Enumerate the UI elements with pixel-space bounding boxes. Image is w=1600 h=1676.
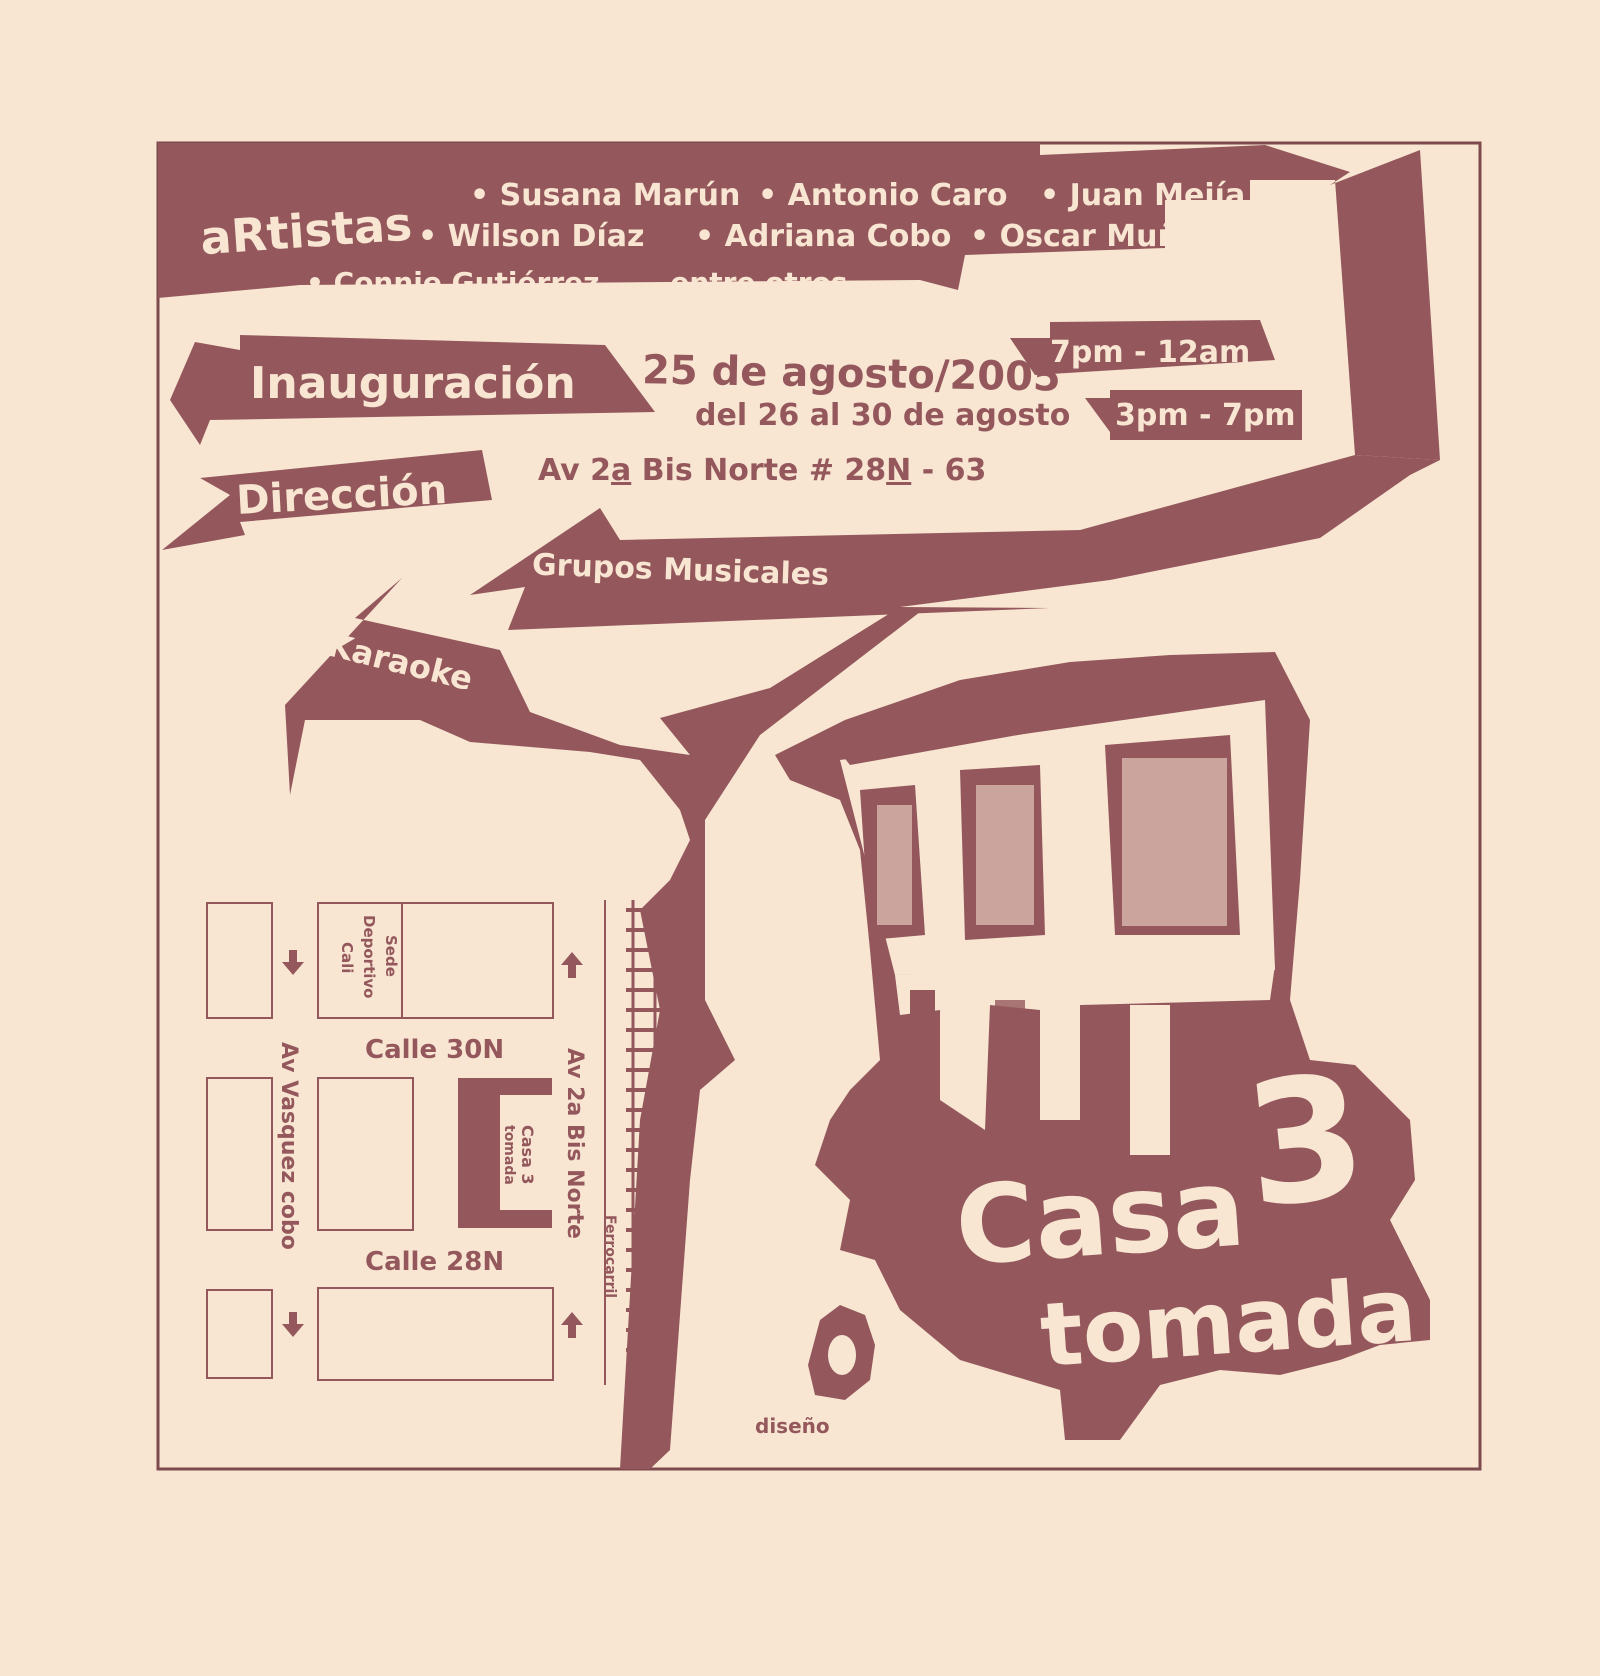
down-arrow-icon — [282, 1312, 304, 1337]
direccion-arrow — [162, 450, 492, 550]
date-range: del 26 al 30 de agosto — [695, 398, 1070, 433]
av-2a-label: Av 2a Bis Norte — [562, 1048, 587, 1239]
casa-marker-text-2: tomada — [501, 1125, 517, 1185]
time-daily: 3pm - 7pm — [1115, 398, 1296, 433]
calle-30-label: Calle 30N — [365, 1035, 504, 1065]
sede-label-1: Sede — [382, 935, 400, 977]
sede-label-2: Deportivo — [360, 915, 378, 998]
ferrocarril-label: Ferrocarril — [602, 1215, 618, 1298]
av-vasquez-label: Av Vasquez cobo — [276, 1042, 301, 1250]
musical-arrow — [470, 455, 1440, 630]
direccion-label: Dirección — [235, 467, 448, 524]
artist-line-1b: • Antonio Caro — [758, 178, 1008, 213]
artist-line-2a: • Wilson Díaz — [418, 219, 644, 254]
top-banner — [158, 143, 1440, 460]
designer-mark-icon — [808, 1305, 875, 1400]
calle-28-label: Calle 28N — [365, 1247, 504, 1277]
address-value: Av 2a Bis Norte # 28N - 63 — [538, 453, 986, 488]
logo-number: 3 — [1236, 1037, 1374, 1246]
casa-marker-text-1: Casa 3 — [518, 1125, 537, 1185]
up-arrow-icon — [561, 1312, 583, 1338]
inauguracion-label: Inauguración — [250, 358, 576, 409]
casa-map-marker — [458, 1078, 552, 1228]
railroad-track — [626, 900, 662, 1380]
artist-line-2c: • Oscar Muñoz — [970, 219, 1217, 254]
sede-label-3: Cali — [338, 942, 356, 973]
design-credit: diseño — [755, 1414, 830, 1438]
time-opening-arrow — [1010, 320, 1275, 375]
karaoke-arrow — [285, 578, 920, 1469]
time-opening: 7pm - 12am — [1050, 335, 1250, 370]
artist-line-3: • Connie Gutiérrez . . . entre otros — [306, 266, 848, 299]
street-map — [206, 900, 606, 1385]
date-main: 25 de agosto/2005 — [642, 347, 1061, 400]
down-arrow-icon — [282, 950, 304, 975]
building-illustration — [830, 670, 1275, 1155]
up-arrow-icon — [561, 952, 583, 978]
artist-line-1a: • Susana Marún — [470, 178, 740, 213]
logo-casa: Casa — [952, 1145, 1249, 1290]
artist-line-1c: • Juan Mejía — [1040, 178, 1245, 213]
inauguracion-arrow — [170, 335, 655, 445]
artist-line-2b: • Adriana Cobo — [695, 219, 951, 254]
time-daily-arrow — [1085, 390, 1302, 440]
